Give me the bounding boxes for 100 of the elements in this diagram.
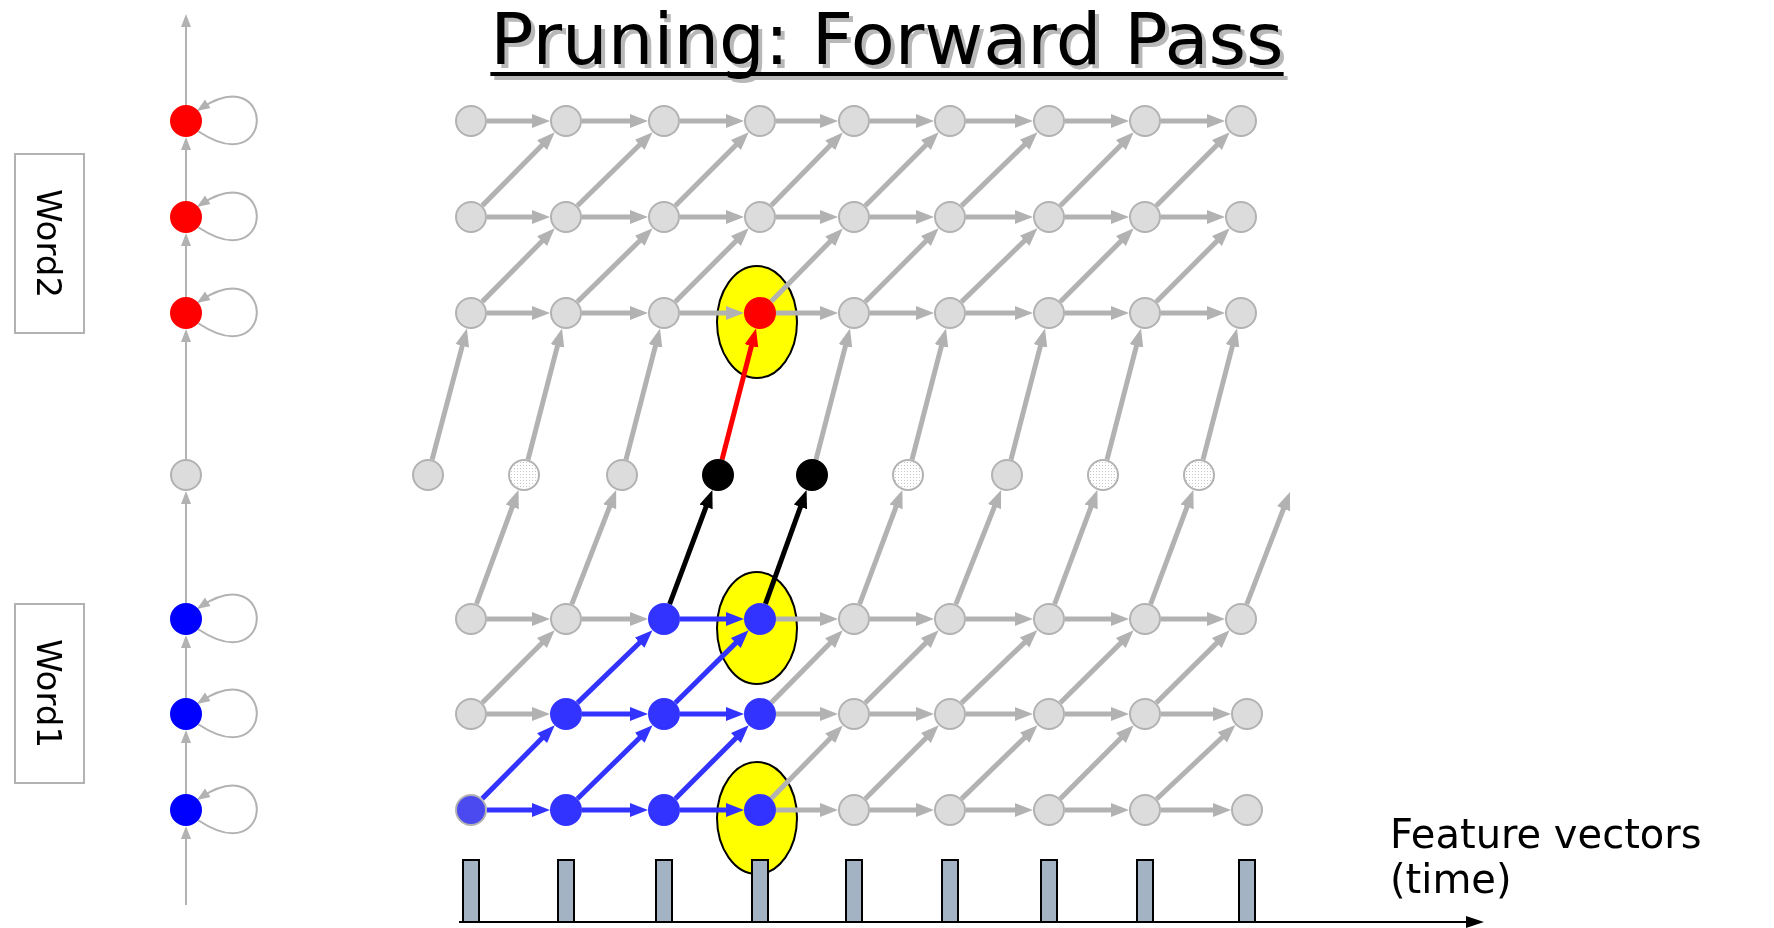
arrow — [1065, 306, 1129, 320]
arrow — [673, 132, 749, 208]
arrow — [1065, 612, 1129, 626]
arrow — [1058, 725, 1134, 801]
arrow — [487, 803, 550, 817]
state-circle — [744, 105, 776, 137]
arrow — [1161, 114, 1225, 128]
state-circle — [455, 698, 487, 730]
arrow — [966, 707, 1033, 721]
arrow — [1161, 306, 1225, 320]
arrow — [582, 210, 648, 224]
arrow — [776, 803, 838, 817]
arrow — [673, 725, 749, 801]
state-circle — [606, 459, 638, 491]
arrow — [680, 306, 744, 320]
arrow — [181, 826, 191, 906]
state-circle — [170, 105, 202, 137]
arrow — [525, 328, 565, 461]
arrow — [870, 114, 934, 128]
arrow — [769, 228, 843, 304]
state-circle — [648, 603, 680, 635]
state-circle — [838, 603, 870, 635]
arrow — [966, 210, 1033, 224]
state-circle — [1033, 201, 1065, 233]
arrow — [863, 725, 939, 801]
arrow — [959, 630, 1038, 705]
arrow — [1008, 328, 1048, 461]
state-circle — [838, 201, 870, 233]
arrow — [569, 489, 617, 605]
title: Pruning: Forward Pass — [490, 0, 1284, 81]
state-circle — [934, 794, 966, 826]
state-circle — [991, 459, 1023, 491]
arrow — [575, 132, 653, 208]
arrow — [680, 612, 744, 626]
arrow — [480, 725, 555, 801]
arrow — [1052, 490, 1098, 605]
arrow — [181, 233, 191, 298]
state-circle — [1033, 297, 1065, 329]
arrow — [1154, 630, 1230, 705]
self-loop-arrow — [196, 287, 258, 338]
state-circle — [648, 698, 680, 730]
arrow — [813, 328, 853, 461]
state-circle — [170, 201, 202, 233]
arrow — [776, 612, 838, 626]
arrow — [181, 14, 191, 106]
axis-label: Feature vectors (time) — [1390, 812, 1703, 902]
state-circle — [648, 201, 680, 233]
state-circle — [1033, 105, 1065, 137]
state-circle — [1225, 603, 1257, 635]
state-circle — [1225, 105, 1257, 137]
state-circle — [170, 603, 202, 635]
state-circle — [702, 459, 734, 491]
arrow — [776, 707, 838, 721]
arrow — [953, 489, 1002, 606]
arrow — [1065, 707, 1129, 721]
arrow — [680, 114, 744, 128]
arrow — [1154, 132, 1230, 208]
state-circle — [648, 105, 680, 137]
arrow — [487, 306, 550, 320]
arrow — [480, 132, 555, 208]
state-circle — [1225, 297, 1257, 329]
arrow — [673, 228, 749, 304]
arrow — [870, 210, 934, 224]
arrow — [1244, 492, 1291, 605]
arrow — [1104, 328, 1144, 461]
self-loop-arrow — [196, 784, 258, 835]
self-loop-arrow — [196, 593, 258, 644]
arrow — [575, 630, 653, 705]
arrow — [1065, 114, 1129, 128]
state-circle — [550, 297, 582, 329]
state-circle — [934, 201, 966, 233]
arrow — [1058, 630, 1134, 705]
arrow — [582, 707, 648, 721]
state-circle — [648, 794, 680, 826]
arrow — [1058, 132, 1134, 208]
state-circle — [744, 201, 776, 233]
state-circle — [1129, 794, 1161, 826]
state-circle — [455, 603, 487, 635]
arrow — [1161, 612, 1225, 626]
arrow — [863, 228, 939, 304]
state-circle — [170, 459, 202, 491]
state-circle — [412, 459, 444, 491]
arrow — [776, 114, 838, 128]
arrow — [870, 707, 934, 721]
state-circle — [455, 201, 487, 233]
arrow — [857, 490, 903, 605]
self-loop-arrow — [196, 95, 258, 146]
arrow — [1058, 228, 1134, 304]
self-loop-arrow — [196, 688, 258, 739]
arrow — [959, 725, 1038, 801]
arrow — [959, 132, 1038, 208]
arrow — [870, 803, 934, 817]
state-circle — [1033, 603, 1065, 635]
arrow — [487, 612, 550, 626]
state-circle — [1129, 698, 1161, 730]
arrow — [582, 114, 648, 128]
arrow — [429, 328, 470, 461]
arrow — [769, 725, 843, 801]
arrow — [863, 630, 939, 705]
state-circle — [1033, 698, 1065, 730]
